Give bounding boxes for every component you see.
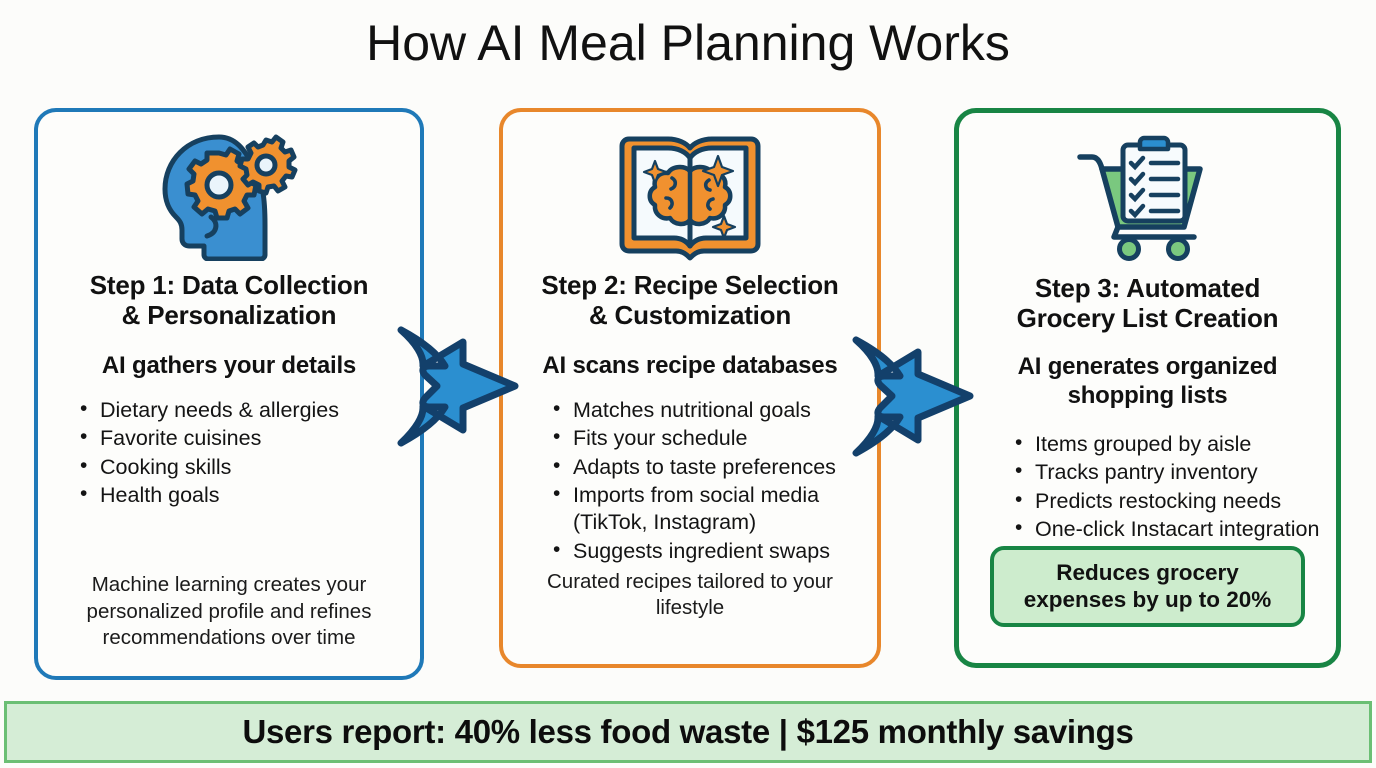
step-card-1: Step 1: Data Collection & Personalizatio…	[34, 108, 424, 680]
step-card-1-title-line2: & Personalization	[121, 300, 337, 331]
stats-banner-text: Users report: 40% less food waste | $125…	[242, 713, 1134, 750]
shopping-cart-with-checklist-icon	[1072, 127, 1224, 265]
savings-highlight-box: Reduces grocery expenses by up to 20%	[990, 546, 1305, 627]
list-item: Favorite cuisines	[80, 424, 404, 452]
list-item: Items grouped by aisle	[1015, 430, 1334, 458]
list-item: Matches nutritional goals	[553, 396, 869, 424]
step-card-3-subtitle: AI generates organized shopping lists	[1017, 353, 1278, 410]
list-item: Adapts to taste preferences	[553, 453, 869, 481]
list-item: Cooking skills	[80, 453, 404, 481]
step-card-1-subtitle: AI gathers your details	[101, 352, 357, 380]
step-card-2: Step 2: Recipe Selection & Customization…	[499, 108, 881, 668]
steps-row: Step 1: Data Collection & Personalizatio…	[0, 108, 1376, 683]
step-card-2-note: Curated recipes tailored to your lifesty…	[546, 569, 833, 620]
step-card-3-title-line2: Grocery List Creation	[1016, 303, 1279, 334]
list-item: Imports from social media (TikTok, Insta…	[553, 481, 869, 537]
step-card-3-title-line1: Step 3: Automated	[1034, 273, 1261, 303]
step-card-2-title-line2: & Customization	[588, 300, 792, 331]
step-card-1-title: Step 1: Data Collection & Personalizatio…	[90, 270, 369, 330]
list-item: Dietary needs & allergies	[80, 396, 404, 424]
stats-banner: Users report: 40% less food waste | $125…	[4, 701, 1372, 763]
head-with-gears-icon	[149, 126, 309, 264]
step-card-2-subtitle: AI scans recipe databases	[542, 352, 838, 380]
list-item: One-click Instacart integration	[1015, 515, 1334, 543]
list-item: Fits your schedule	[553, 424, 869, 452]
list-item: Health goals	[80, 481, 404, 509]
list-item: Suggests ingredient swaps	[553, 537, 869, 565]
step-card-2-bullets: Matches nutritional goals Fits your sche…	[519, 396, 869, 566]
open-book-with-brain-icon	[614, 126, 766, 264]
step-card-3: Step 3: Automated Grocery List Creation …	[954, 108, 1341, 668]
arrow-step1-to-step2	[393, 320, 523, 450]
arrow-step2-to-step3	[848, 330, 978, 460]
step-card-1-bullets: Dietary needs & allergies Favorite cuisi…	[54, 396, 404, 510]
step-card-2-title: Step 2: Recipe Selection & Customization	[541, 270, 838, 330]
step-card-1-note: Machine learning creates your personaliz…	[86, 573, 372, 650]
step-card-1-title-line1: Step 1: Data Collection	[89, 270, 369, 300]
step-card-3-title: Step 3: Automated Grocery List Creation	[1017, 273, 1279, 333]
page-title: How AI Meal Planning Works	[366, 15, 1010, 71]
list-item: Predicts restocking needs	[1015, 486, 1334, 515]
list-item: Tracks pantry inventory	[1015, 458, 1334, 486]
step-card-2-title-line1: Step 2: Recipe Selection	[541, 270, 839, 300]
step-card-3-bullets: Items grouped by aisle Tracks pantry inv…	[975, 430, 1334, 544]
